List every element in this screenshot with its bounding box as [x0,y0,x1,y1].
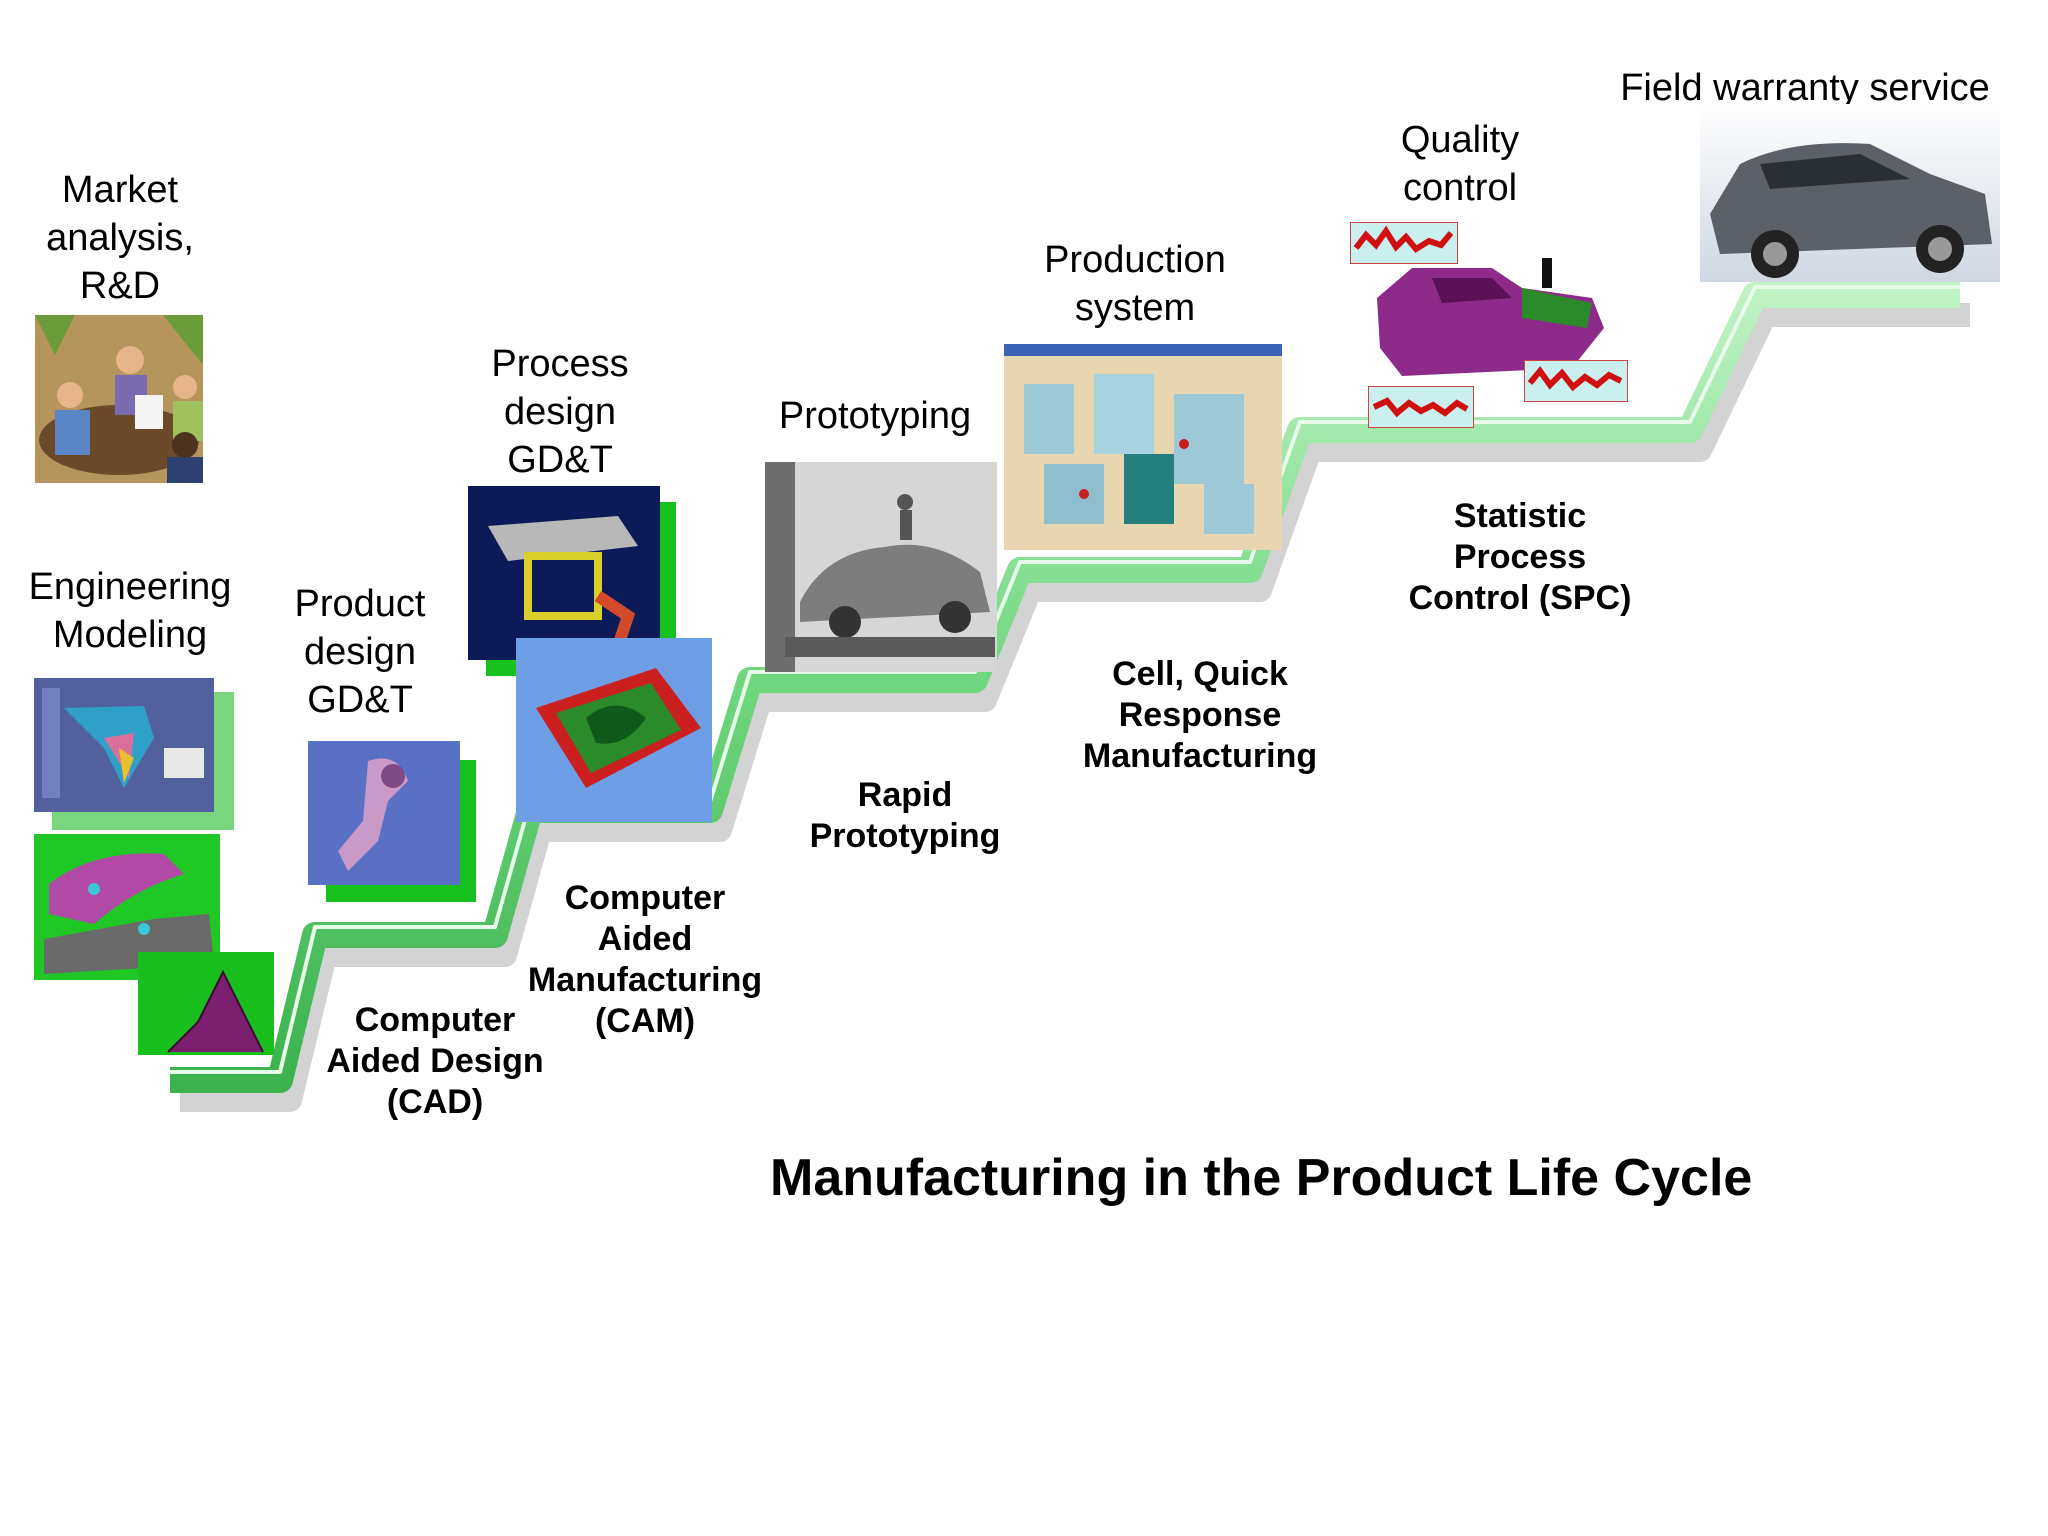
field-warranty-suv-image [1700,104,2000,282]
stage-label-quality: Quality control [1400,119,1520,209]
market-meeting-image [35,315,203,483]
process-design-mesh-image [516,638,712,822]
tech-label-spc: Statistic Process Control (SPC) [1408,497,1632,617]
staircase-highlight [170,285,1960,1074]
quality-chart-right [1524,360,1628,402]
production-system-image [1004,344,1282,550]
process-design-fixture-image [468,486,660,660]
tech-label-cell: Cell, Quick Response Manufacturing [1082,655,1318,775]
quality-chart-left [1368,386,1474,428]
engineering-analysis-image [34,678,214,812]
quality-car-body-image [1372,258,1608,382]
staircase-body [170,282,1960,1093]
engineering-histogram-image [138,952,274,1055]
tech-label-cam: Computer Aided Manufacturing (CAM) [527,879,763,1040]
stage-label-market: Market analysis, R&D [46,169,194,307]
stage-label-field: Field warranty service [1620,67,1990,109]
stage-label-product-design: Product design GD&T [294,583,426,721]
prototyping-car-image [765,462,997,672]
staircase-shadow [180,303,1970,1112]
stage-label-prototyping: Prototyping [778,395,972,437]
stage-label-engineering: Engineering Modeling [28,566,232,656]
product-design-image [308,741,460,885]
diagram-title: Manufacturing in the Product Life Cycle [770,1149,1753,1207]
tech-label-cad: Computer Aided Design (CAD) [326,1001,544,1121]
quality-chart-top [1350,222,1458,264]
stage-label-process-design: Process design GD&T [491,343,629,481]
stage-label-production: Production system [1044,239,1226,329]
tech-label-rapid: Rapid Prototyping [809,776,1001,855]
